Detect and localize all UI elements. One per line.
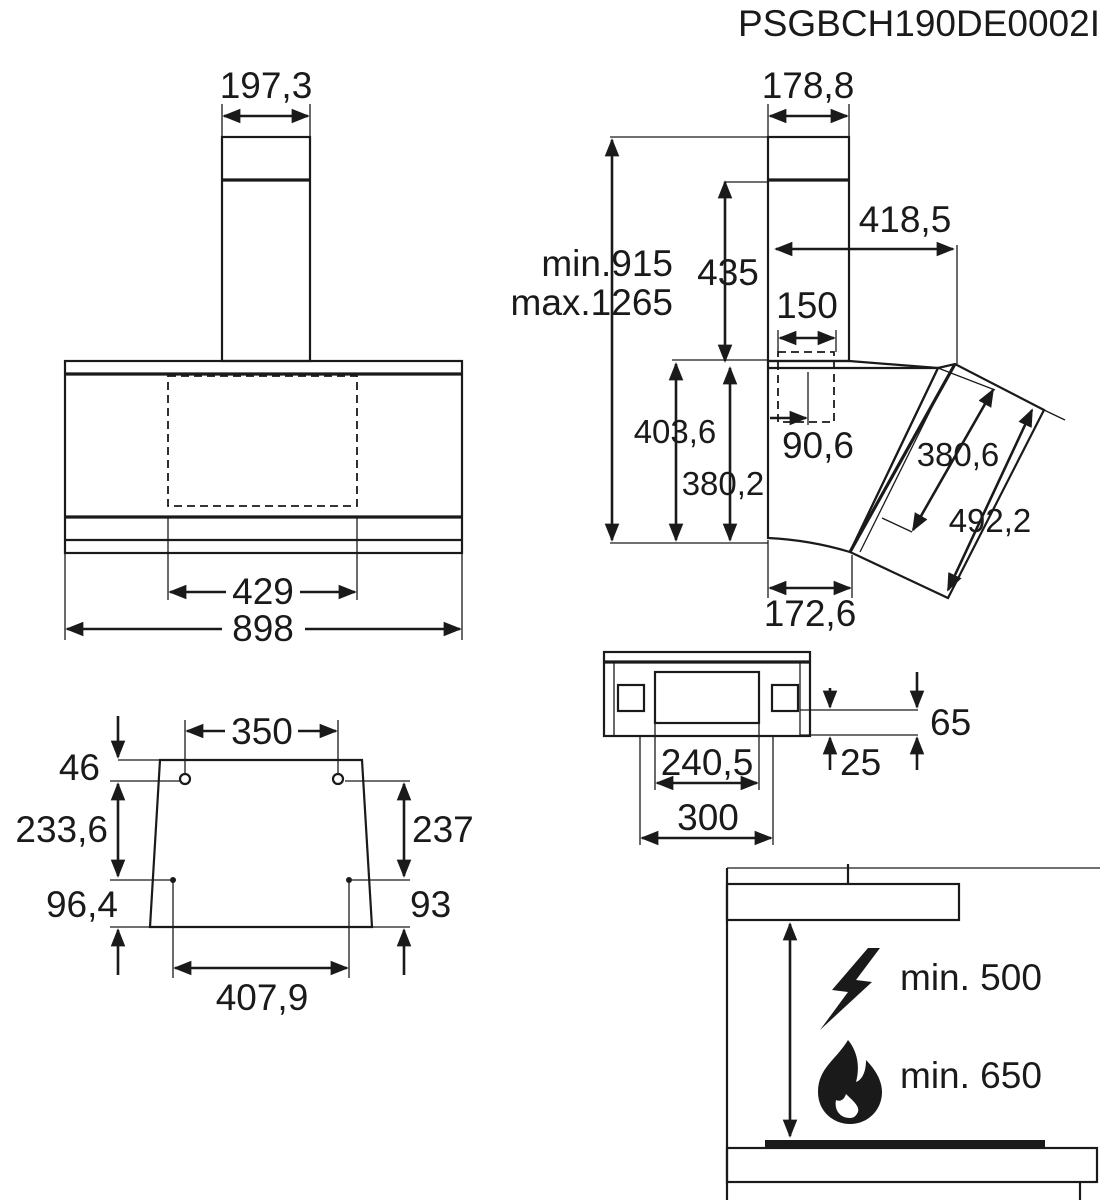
- document-code: PSGBCH190DE0002I: [738, 3, 1100, 44]
- template-top-offset-label: 46: [59, 747, 100, 788]
- clearance-electric-label: min. 500: [900, 957, 1042, 998]
- bracket-hole-right: [770, 683, 800, 713]
- side-panel-inner-label: 380,6: [917, 436, 1000, 473]
- template-hole-right: [331, 772, 345, 786]
- side-outlet-width-label: 150: [776, 285, 838, 326]
- side-base-depth-label: 172,6: [764, 593, 857, 634]
- front-hood-body: [63, 359, 464, 555]
- clearance-hood: [725, 882, 961, 922]
- side-total-height-min-label: min.915: [541, 243, 673, 284]
- side-projection-label: 418,5: [859, 199, 952, 240]
- bracket-body: [602, 650, 812, 738]
- clearance-diagram: min. 500 min. 650: [725, 864, 1100, 1200]
- side-total-height-max-label: max.1265: [511, 282, 674, 323]
- side-glass-panel: [848, 362, 1046, 600]
- front-inner-width-label: 429: [232, 571, 294, 612]
- template-left-height-label: 233,6: [15, 809, 108, 850]
- clearance-gas-label: min. 650: [900, 1055, 1042, 1096]
- side-outlet-dashed: [777, 351, 835, 423]
- side-panel-outer-label: 492,2: [949, 502, 1032, 539]
- front-chimney: [220, 135, 312, 363]
- clearance-counter: [725, 1146, 1099, 1184]
- bracket-top-offset-label: 65: [930, 702, 971, 743]
- front-chimney-width-label: 197,3: [220, 65, 313, 106]
- side-outlet-offset-label: 90,6: [782, 425, 854, 466]
- bracket-center-slot: [653, 670, 761, 725]
- side-body-inner-height-label: 380,2: [682, 465, 765, 502]
- side-chimney-depth-label: 178,8: [762, 65, 855, 106]
- template-right-bottom-label: 93: [410, 884, 451, 925]
- front-dashed-panel: [167, 375, 358, 507]
- clearance-cooktop: [765, 1140, 1045, 1148]
- template-right-height-label: 237: [412, 809, 474, 850]
- front-view: 197,3 429 898: [63, 65, 464, 649]
- template-hole-bottom-left: [170, 877, 176, 883]
- side-body-height-label: 403,6: [634, 413, 717, 450]
- template-top-spacing-label: 350: [231, 711, 293, 752]
- template-hole-left: [178, 772, 192, 786]
- flame-icon: [818, 1040, 882, 1124]
- side-chimney-height-label: 435: [697, 252, 759, 293]
- bracket-outer-width-label: 300: [677, 797, 739, 838]
- bracket-hole-left: [616, 683, 646, 713]
- mounting-template: 350 46 233,6 237 96,4 93 407,9: [15, 711, 473, 1018]
- template-hole-bottom-right: [346, 877, 352, 883]
- bracket-view: 240,5 300 65 25: [602, 650, 971, 846]
- bracket-bottom-offset-label: 25: [840, 742, 881, 783]
- lightning-icon: [820, 948, 880, 1030]
- front-total-width-label: 898: [232, 608, 294, 649]
- template-bottom-spacing-label: 407,9: [216, 977, 309, 1018]
- template-left-bottom-label: 96,4: [46, 884, 118, 925]
- side-view: 178,8 150 90,6 min.915 max.1265 435 418,…: [511, 65, 1066, 634]
- bracket-inner-width-label: 240,5: [661, 742, 754, 783]
